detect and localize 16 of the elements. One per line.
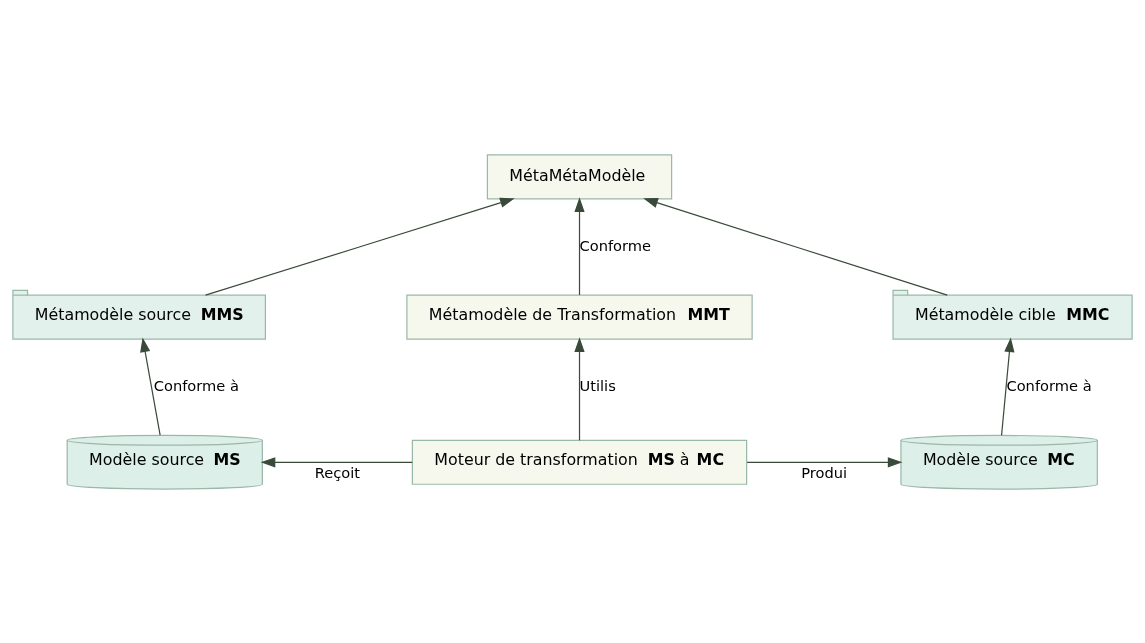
arrow — [260, 456, 413, 467]
edge-label: Conforme à — [1006, 376, 1092, 394]
edge-label: Conforme à — [153, 376, 239, 394]
arrow — [746, 456, 903, 467]
arrow — [140, 337, 161, 436]
node-box: MétaMétaModèle — [486, 153, 673, 199]
arrow — [574, 336, 585, 441]
node-box: Moteur de transformation MS à MC — [411, 439, 748, 485]
arrow — [204, 197, 515, 296]
arrow — [1000, 337, 1015, 436]
edge-label: Utilis — [579, 376, 616, 394]
edge-label: Reçoit — [314, 463, 361, 481]
node-box: Métamodèle de Transformation MMT — [406, 294, 753, 340]
arrow — [574, 196, 585, 296]
edge-label: Conforme — [579, 236, 652, 254]
edge-label: Produi — [801, 463, 848, 481]
